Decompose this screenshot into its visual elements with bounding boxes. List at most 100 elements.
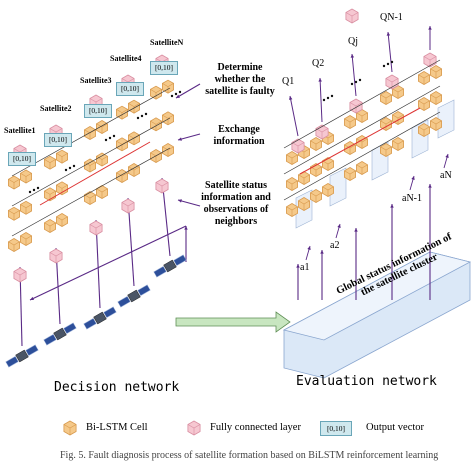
eval-input-arrow-2-head (320, 250, 324, 254)
eval-dot-c-1 (330, 94, 334, 98)
eval-dot-b-3 (386, 62, 390, 66)
satellite-icon-1-panel-right (25, 344, 39, 356)
satellite-icon-5-body (163, 259, 177, 273)
dots-marker-c-1 (36, 186, 40, 190)
eval-input-arrow-1-head (296, 264, 300, 268)
dots-marker-b-4 (140, 114, 144, 118)
satellite-2-label: Satellite2 (40, 104, 72, 113)
q-arrow-4 (387, 31, 393, 73)
output-vector-1: [0,10] (8, 152, 36, 166)
dots-marker-b-5 (174, 92, 178, 96)
eval-dot-c-3 (390, 60, 394, 64)
status-line-decision-head (30, 296, 34, 301)
status-annotation: Satellite status information and observa… (201, 180, 271, 227)
global-status-box-top (282, 251, 472, 341)
q-arrow-2-head (318, 78, 322, 82)
q-arrow-5-head (428, 26, 432, 30)
action-leader-3-head (411, 176, 415, 180)
action-leader-1-head (307, 246, 311, 250)
eval-dot-c-2 (358, 78, 362, 82)
dots-marker-4 (136, 116, 140, 120)
dots-marker-2 (64, 168, 68, 172)
satellite-icon-1-body (15, 349, 29, 363)
satellite-icon-2-panel-left (43, 334, 57, 346)
eval-red-line (299, 107, 421, 175)
dots-marker-c-2 (72, 164, 76, 168)
transfer-arrow (175, 311, 291, 333)
exchange-line-1 (11, 147, 171, 237)
action-panel-2 (329, 167, 347, 207)
determine-pointer-head (176, 94, 180, 98)
q-arrow-1 (289, 95, 299, 137)
exchange-pointer (177, 133, 201, 141)
eval-exchange-line-3 (283, 59, 441, 149)
exchange-annotation: Exchange information (213, 124, 265, 147)
satellite-icon-2-panel-right (63, 322, 77, 334)
satellite-4-label: Satellite4 (110, 54, 142, 63)
eval-dot-b-1 (326, 96, 330, 100)
dots-marker-b-1 (32, 188, 36, 192)
legend-fc-label: Fully connected layer (210, 422, 301, 433)
evaluation-network-title: Evaluation network (296, 374, 437, 389)
determine-pointer (175, 83, 201, 99)
qj-label: Qj (348, 36, 358, 47)
output-vector-n: [0,10] (150, 61, 178, 75)
satellite-icon-3-panel-left (83, 318, 97, 330)
eval-dot-1 (322, 98, 326, 102)
status-pointer (177, 199, 201, 207)
exchange-line-2 (11, 117, 171, 207)
exchange-line-3 (11, 87, 171, 177)
q-arrow-4-head (386, 32, 391, 36)
output-vector-3: [0,10] (84, 104, 112, 118)
q-arrow-2 (319, 77, 323, 123)
eval-input-arrow-5-head (428, 184, 432, 188)
an-1-label: aN-1 (402, 193, 422, 204)
dots-marker-3 (104, 138, 108, 142)
satellite-icon-3-body (93, 311, 107, 325)
satellite-icon-4-panel-right (137, 284, 151, 296)
dots-marker-c-4 (144, 112, 148, 116)
eval-input-arrow-3-head (354, 228, 358, 232)
dots-marker-1 (28, 190, 32, 194)
dots-marker-c-3 (112, 134, 116, 138)
satellite-1-label: Satellite1 (4, 126, 36, 135)
satellite-icon-5-panel-right (173, 254, 187, 266)
legend-bilstm-label: Bi-LSTM Cell (86, 422, 148, 433)
qn-1-label: QN-1 (380, 12, 403, 23)
satellite-n-label: SatelliteN (150, 38, 184, 47)
eval-dot-2 (350, 82, 354, 86)
exchange-red-line (39, 141, 151, 206)
output-vector-4: [0,10] (116, 82, 144, 96)
exchange-pointer-head (178, 137, 182, 141)
action-leader-4-head (445, 154, 449, 158)
satellite-icon-2-body (53, 327, 67, 341)
satellite-3-label: Satellite3 (80, 76, 112, 85)
legend-output-sample: [0,10] (320, 421, 352, 436)
decision-network-title: Decision network (54, 380, 180, 395)
output-vector-2: [0,10] (44, 133, 72, 147)
action-leader-2-head (337, 224, 341, 228)
dots-marker-5 (170, 94, 174, 98)
q-arrow-3-head (350, 54, 355, 58)
q2-label: Q2 (312, 58, 325, 69)
eval-exchange-line-1 (283, 111, 441, 201)
action-panel-5 (437, 99, 455, 139)
satellite-icon-3-panel-right (103, 306, 117, 318)
q1-label: Q1 (282, 76, 295, 87)
status-pointer-head (178, 199, 182, 203)
legend-output-label: Output vector (366, 422, 425, 433)
satellite-icon-4-body (127, 289, 141, 303)
status-arrow-head (184, 226, 188, 230)
a2-label: a2 (330, 240, 340, 251)
dots-marker-b-3 (108, 136, 112, 140)
dots-marker-b-2 (68, 166, 72, 170)
q-arrow-3 (351, 53, 357, 97)
satellite-icon-5-panel-left (153, 266, 167, 278)
q-arrow-1-head (289, 96, 293, 100)
eval-dot-3 (382, 64, 386, 68)
dots-marker-c-5 (178, 90, 182, 94)
a1-label: a1 (300, 262, 310, 273)
eval-exchange-line-2 (283, 85, 441, 175)
